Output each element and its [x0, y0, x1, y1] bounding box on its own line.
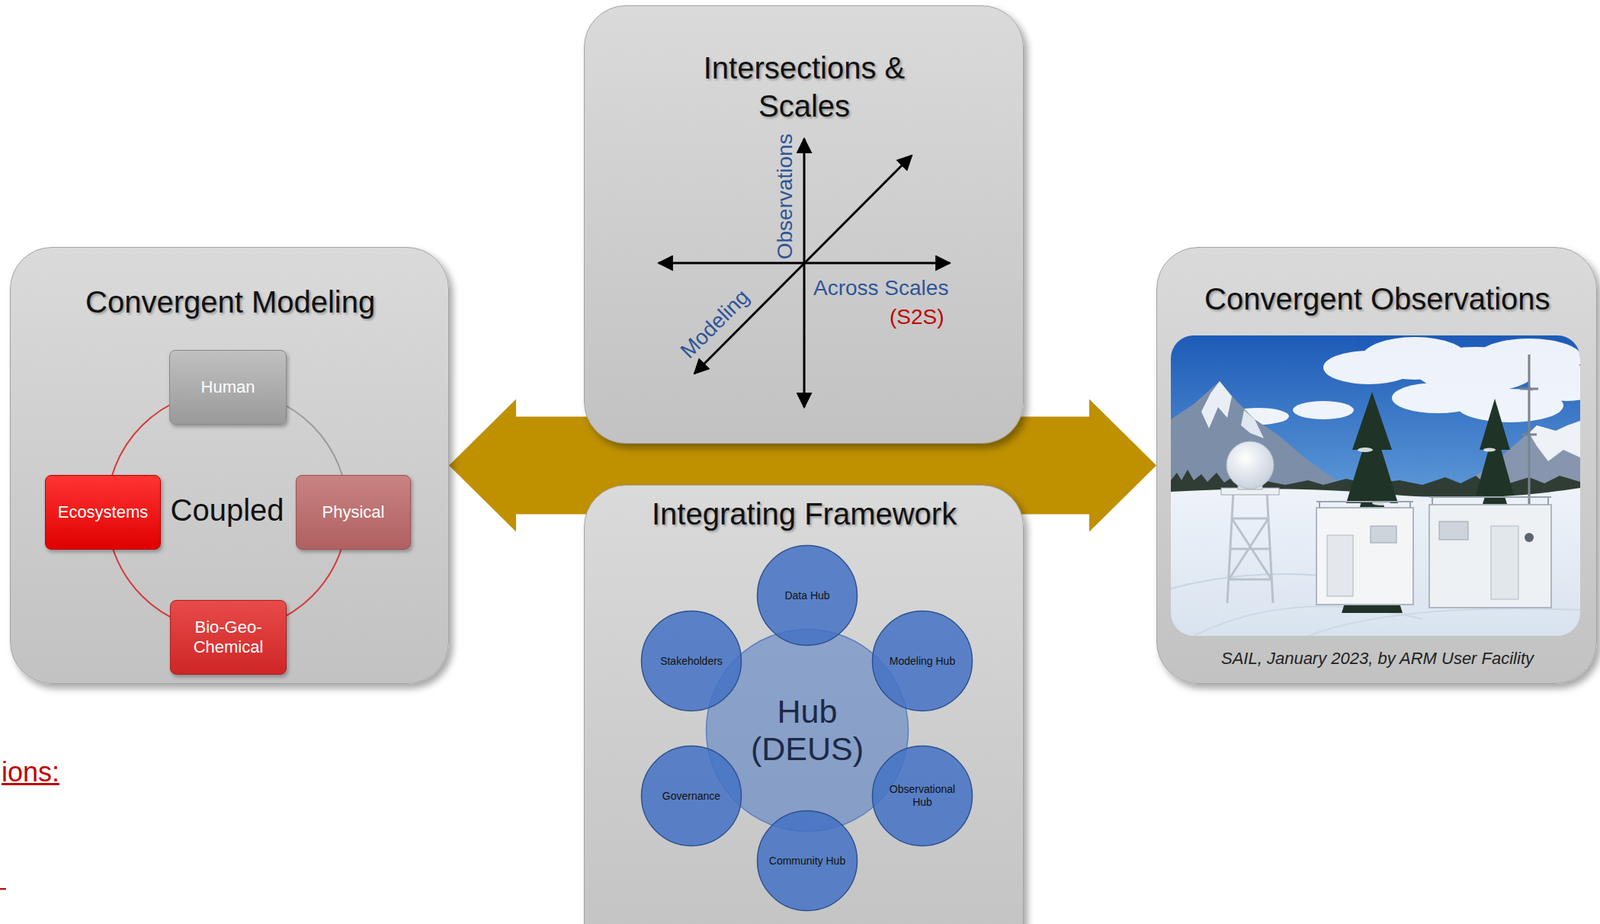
box-label: Physical [322, 502, 385, 523]
site-photo [1327, 535, 1354, 597]
hub-component-label: Stakeholders [660, 654, 723, 668]
axis-label: Across Scales [813, 275, 949, 302]
site-photo [1528, 354, 1531, 510]
site-photo [1316, 507, 1414, 605]
center-label: Coupled [170, 491, 285, 529]
observations-panel: Convergent ObservationsSAIL, January 202… [1156, 246, 1597, 684]
circle-shape [757, 545, 858, 646]
component-box: Bio-Geo-Chemical [169, 599, 287, 675]
site-photo [1231, 518, 1272, 580]
circle-shape [872, 746, 973, 847]
site-photo [1431, 496, 1434, 505]
site-photo [1170, 335, 1581, 636]
component-box: Human [169, 349, 287, 425]
hub-component-label: Governance [662, 789, 721, 803]
hub-component-circle: Governance [640, 744, 743, 847]
hub-component-circle: Modeling Hub [871, 609, 974, 712]
site-photo [1357, 447, 1373, 453]
site-photo [1429, 496, 1552, 498]
component-box: Ecosystems [44, 474, 161, 550]
site-photo [1292, 400, 1354, 420]
site-photo [1521, 433, 1537, 437]
site-photo [1318, 501, 1321, 508]
site-photo [1524, 532, 1534, 542]
site-photo [1170, 335, 1581, 636]
site-photo [1316, 501, 1414, 508]
circle-shape [641, 611, 742, 712]
site-photo [1228, 518, 1269, 580]
underline-fragment [0, 886, 8, 892]
site-photo [1227, 491, 1234, 603]
axis-label: Observations [771, 133, 798, 260]
site-photo [1529, 420, 1581, 462]
site-photo [1456, 388, 1564, 423]
box-label: Human [201, 377, 256, 398]
hub-component-label: Data Hub [784, 589, 830, 603]
hub-label: Hub (DEUS) [738, 692, 876, 769]
site-photo [1519, 354, 1539, 510]
panel-title: Convergent Observations [1204, 280, 1551, 318]
site-photo [1490, 525, 1519, 600]
axis-note: (S2S) [889, 304, 945, 331]
site-photo [1201, 381, 1232, 429]
site-photo [1231, 517, 1269, 520]
site-photo [1429, 496, 1552, 505]
site-photo [1439, 521, 1469, 540]
modeling-panel: HumanEcosystems PhysicalBio-Geo-Chemical C… [9, 246, 449, 684]
panel-title: Integrating Framework [651, 495, 957, 533]
panel-title: Convergent Modeling [85, 283, 376, 321]
site-photo [1226, 441, 1274, 489]
site-photo [1170, 487, 1581, 636]
panel-title: Intersections & Scales [659, 48, 950, 126]
scales-panel: Intersections & ScalesObservationsModeli… [583, 5, 1024, 444]
circle-shape [641, 746, 742, 847]
hub-component-circle: Stakeholders [640, 609, 743, 712]
axes [803, 138, 806, 408]
site-photo [1227, 491, 1273, 603]
axes [694, 155, 912, 374]
site-photo [1483, 448, 1496, 453]
hub-component-label: Community Hub [769, 854, 846, 868]
site-photo [1429, 504, 1552, 608]
cut-off-note: ions: [1, 756, 60, 789]
box-label: Bio-Geo-Chemical [176, 617, 280, 658]
hub-component-circle: Data Hub [756, 544, 859, 647]
site-photo [1170, 335, 1581, 636]
site-photo [1170, 381, 1354, 492]
circle-shape [757, 811, 858, 911]
site-photo [1370, 525, 1397, 543]
photo-caption: SAIL, January 2023, by ARM User Facility [1221, 648, 1534, 669]
hub-component-label: Observational Hub [879, 782, 966, 809]
site-photo [1409, 501, 1411, 508]
hub-component-circle: Community Hub [756, 809, 859, 912]
hub-component-circle: Observational Hub [871, 744, 974, 847]
site-photo [1266, 491, 1273, 603]
hub-component-label: Modeling Hub [889, 654, 956, 668]
site-photo [1547, 496, 1549, 505]
site-photo [1316, 500, 1414, 503]
site-photo [1240, 410, 1264, 439]
framework-panel: Hub (DEUS) Data HubStakeholders Modeling H… [583, 484, 1024, 924]
circle-shape [872, 611, 973, 712]
box-label: Ecosystems [57, 502, 149, 523]
site-photo [1228, 578, 1272, 581]
component-box: Physical [295, 474, 411, 550]
site-photo [1519, 387, 1539, 391]
underline-fragment [0, 888, 7, 890]
